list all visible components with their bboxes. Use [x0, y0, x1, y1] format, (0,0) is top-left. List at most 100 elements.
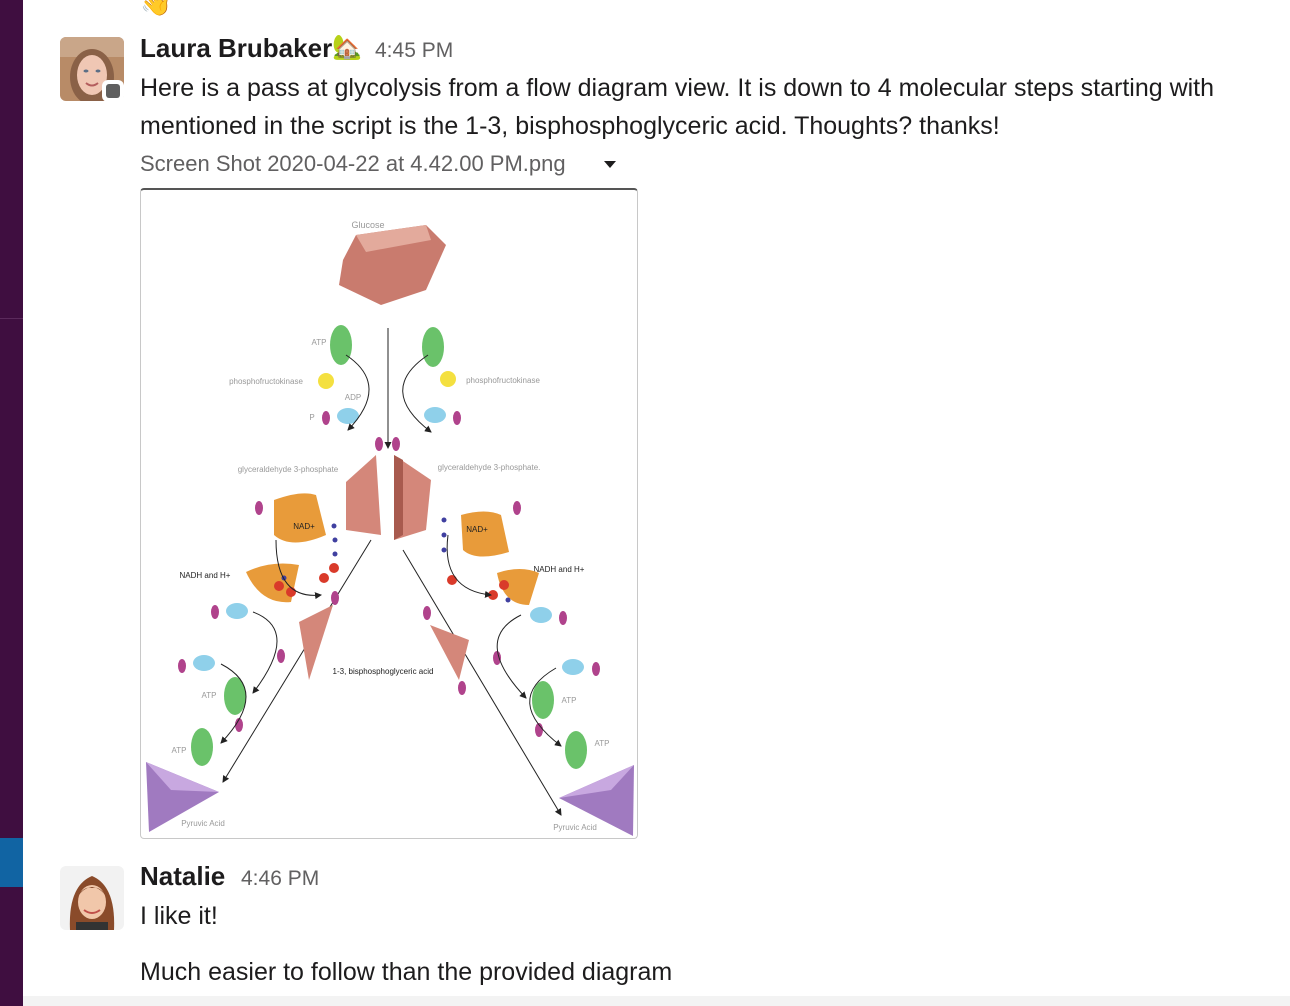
curve-low-r2	[529, 667, 562, 747]
message-line-2: mentioned in the script is the 1-3, bisp…	[140, 112, 1000, 140]
hydrogen-left-1	[329, 563, 339, 573]
adp-low-l1	[226, 603, 248, 619]
hydrogen-right-1	[447, 575, 457, 585]
label-atp-low-l1: ATP	[202, 691, 217, 700]
phosphate-low-r1	[559, 611, 567, 625]
label-g3p-right: glyceraldehyde 3-phosphate.	[438, 463, 541, 472]
phosphate-right	[453, 411, 461, 425]
message-timestamp[interactable]: 4:46 PM	[241, 867, 320, 890]
nadh-right-e	[505, 597, 511, 603]
label-pfk-right: phosphofructokinase	[466, 376, 540, 385]
phosphate-low-r2	[592, 662, 600, 676]
hydrogen-left-2	[319, 573, 329, 583]
pyruvic-right-highlight	[559, 765, 634, 798]
avatar-natalie-image	[60, 866, 124, 930]
atp-low-r1	[532, 681, 554, 719]
label-atp-low-l2: ATP	[172, 746, 187, 755]
phosphate-bpg-r1	[423, 606, 431, 620]
phosphate-left	[322, 411, 330, 425]
diag-arrow-left	[222, 539, 372, 783]
bpg-right-shape	[430, 625, 469, 680]
phosphate-bpg-r3	[493, 651, 501, 665]
curve-arrow-top-right	[402, 354, 432, 433]
electron-left-1	[331, 523, 337, 529]
caret-down-icon[interactable]	[604, 161, 616, 168]
phosphate-nad-right	[513, 501, 521, 515]
file-name-link[interactable]: Screen Shot 2020-04-22 at 4.42.00 PM.png	[140, 151, 566, 176]
curve-low-l1	[252, 611, 278, 694]
message-line-1: Here is a pass at glycolysis from a flow…	[140, 74, 1215, 102]
label-pyruvic-right: Pyruvic Acid	[553, 823, 597, 832]
phosphate-low-l1	[211, 605, 219, 619]
avatar[interactable]	[60, 866, 124, 930]
g3p-right-edge	[394, 455, 403, 540]
phosphate-low-r3	[535, 723, 543, 737]
adp-low-r1	[530, 607, 552, 623]
label-adp: ADP	[345, 393, 361, 402]
glycolysis-diagram: Glucose ATP phosphofructokinase phosphof…	[146, 220, 634, 836]
phosphate-low-l2	[178, 659, 186, 673]
active-channel-indicator[interactable]	[0, 838, 23, 887]
atp-low-l2	[191, 728, 213, 766]
curve-nad-left	[275, 539, 322, 600]
adp-low-l2	[193, 655, 215, 671]
glucose-highlight	[356, 225, 431, 252]
label-pfk-left: phosphofructokinase	[229, 377, 303, 386]
atp-low-r2	[565, 731, 587, 769]
g3p-left-shape	[346, 455, 381, 535]
author-name[interactable]: Natalie	[140, 861, 226, 891]
label-pyruvic-left: Pyruvic Acid	[181, 819, 225, 828]
phosphate-bpg-r2	[458, 681, 466, 695]
adp-left	[337, 408, 359, 424]
nadh-left-shape	[246, 563, 299, 603]
label-atp-low-r2: ATP	[595, 739, 610, 748]
bpg-left-shape	[299, 605, 333, 680]
pyruvic-left-highlight	[146, 762, 219, 792]
phosphate-low-l3	[235, 718, 243, 732]
label-g3p-left: glyceraldehyde 3-phosphate	[238, 465, 339, 474]
label-atp-low-r1: ATP	[562, 696, 577, 705]
label-atp-top-left: ATP	[312, 338, 327, 347]
nad-right-shape	[461, 511, 509, 557]
nadh-left-h1	[274, 581, 284, 591]
electron-left-2	[332, 537, 338, 543]
message-line-2: Much easier to follow than the provided …	[140, 958, 673, 986]
phosphate-nad-left	[255, 501, 263, 515]
status-house-icon[interactable]: 🏡	[332, 34, 362, 61]
presence-away-icon	[102, 80, 124, 102]
adp-right	[424, 407, 446, 423]
diag-arrow-right	[402, 549, 562, 816]
label-p: P	[309, 413, 314, 422]
nadh-right-shape	[497, 569, 539, 605]
atp-low-l1	[224, 677, 246, 715]
label-nadh-left: NADH and H+	[180, 571, 231, 580]
electron-right-3	[441, 547, 447, 553]
curve-nad-right	[446, 534, 492, 598]
nad-left-shape	[274, 493, 326, 543]
composer-edge	[23, 996, 1290, 1006]
author-name[interactable]: Laura Brubaker	[140, 33, 333, 63]
label-nad-right: NAD+	[466, 525, 488, 534]
electron-right-2	[441, 532, 447, 538]
label-glucose: Glucose	[351, 220, 384, 230]
phosphate-mid-left	[375, 437, 383, 451]
message-timestamp[interactable]: 4:45 PM	[375, 39, 454, 62]
atp-top-right	[422, 327, 444, 367]
previous-message-emoji: 👋	[140, 0, 173, 17]
pfk-left	[318, 373, 334, 389]
phosphate-bpg-l1	[331, 591, 339, 605]
message-line-1: I like it!	[140, 902, 218, 930]
adp-low-r2	[562, 659, 584, 675]
label-bpg: 1-3, bisphosphoglyceric acid	[333, 667, 434, 676]
curve-arrow-top-left	[345, 354, 370, 431]
sidebar-edge	[0, 0, 23, 1006]
electron-right-1	[441, 517, 447, 523]
phosphate-mid-right	[392, 437, 400, 451]
nadh-left-h2	[286, 587, 296, 597]
curve-low-r1	[496, 614, 527, 699]
image-attachment[interactable]: Glucose ATP phosphofructokinase phosphof…	[140, 188, 638, 839]
nadh-right-h1	[499, 580, 509, 590]
curve-low-l2	[220, 663, 247, 744]
atp-top-left	[330, 325, 352, 365]
electron-left-3	[332, 551, 338, 557]
